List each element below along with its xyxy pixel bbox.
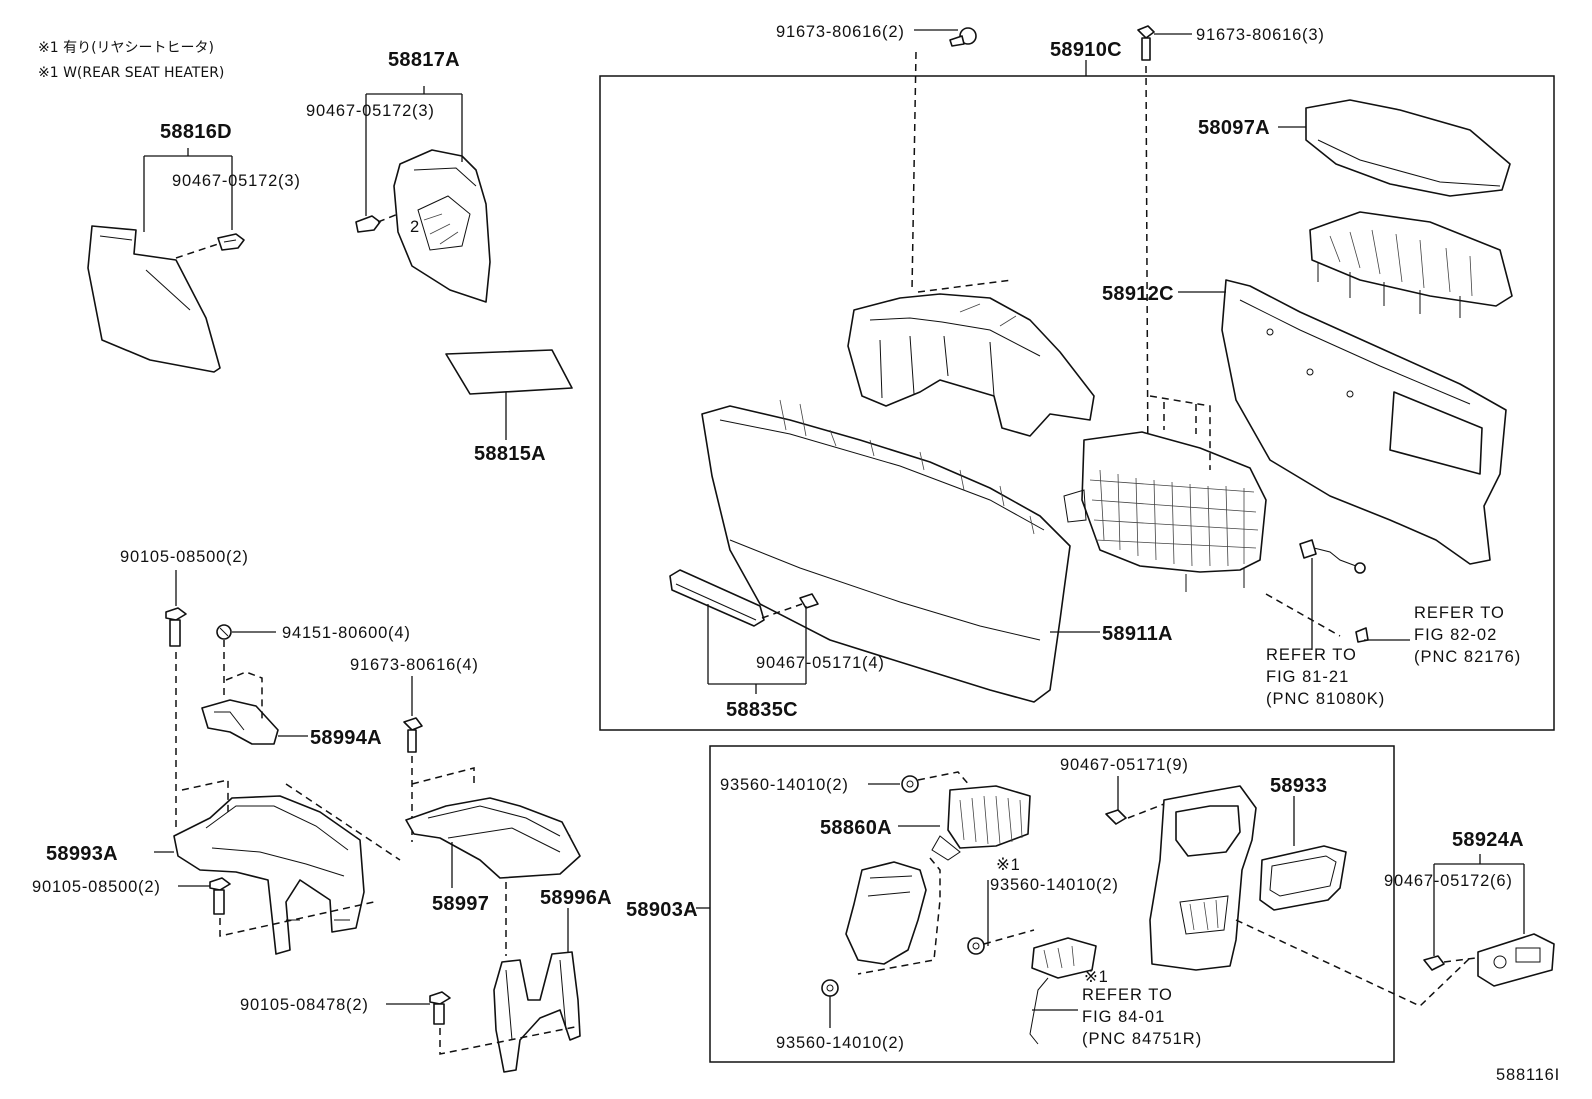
svg-text:FIG 84-01: FIG 84-01 — [1082, 1008, 1165, 1026]
nut-93560-14010-a — [901, 775, 919, 793]
bolt-90105-08500-top — [165, 607, 187, 647]
svg-text:FIG 82-02: FIG 82-02 — [1414, 626, 1497, 644]
part-58817A-panel: 2 — [393, 149, 491, 303]
label-58997: 58997 — [432, 893, 489, 915]
clip-90467-05171-9 — [1105, 809, 1127, 825]
clip-90467-left — [217, 233, 245, 251]
label-58835C: 58835C — [726, 699, 798, 721]
part-console-storage-box — [1063, 431, 1267, 592]
label-94151-80600-4: 94151-80600(4) — [282, 624, 411, 642]
part-rear-duct — [845, 861, 927, 965]
label-58924A: 58924A — [1452, 829, 1524, 851]
part-58997-bracket — [405, 797, 581, 879]
svg-text:REFER TO: REFER TO — [1266, 646, 1357, 664]
note-line-1: ※1 有り(リヤシートヒータ) — [38, 40, 214, 56]
part-rear-console-panel — [1149, 785, 1257, 971]
svg-text:REFER TO: REFER TO — [1082, 986, 1173, 1004]
label-58816D: 58816D — [160, 121, 232, 143]
part-58911A-side-panel — [701, 399, 1071, 703]
label-93560-14010-a: 93560-14010(2) — [720, 776, 849, 794]
label-91673-80616-4: 91673-80616(4) — [350, 656, 479, 674]
label-90467-05171-4: 90467-05171(4) — [756, 654, 885, 672]
label-93560-14010-b: 93560-14010(2) — [990, 876, 1119, 894]
mark-1-a: ※1 — [996, 856, 1021, 874]
part-58994A-bracket — [201, 699, 279, 745]
part-58933-bezel — [1259, 845, 1347, 911]
label-58860A: 58860A — [820, 817, 892, 839]
part-58816D-pad — [87, 225, 221, 373]
part-58924A-cover — [1477, 933, 1555, 987]
part-58815A-sheet — [445, 349, 573, 395]
clip-90467-05171-4 — [799, 593, 819, 609]
part-console-inner-bracket — [847, 293, 1095, 437]
svg-text:(PNC 84751R): (PNC 84751R) — [1082, 1030, 1202, 1048]
part-58860A-vent — [931, 785, 1031, 861]
rear-console-group-frame — [709, 745, 1395, 1063]
svg-text:(PNC 81080K): (PNC 81080K) — [1266, 690, 1385, 708]
label-90105-08478-2: 90105-08478(2) — [240, 996, 369, 1014]
label-91673-80616-2: 91673-80616(2) — [776, 23, 905, 41]
label-90467-05171-9: 90467-05171(9) — [1060, 756, 1189, 774]
bolt-91673-80616-4 — [403, 717, 423, 753]
svg-text:2: 2 — [410, 218, 420, 236]
label-58815A: 58815A — [474, 443, 546, 465]
part-seat-heater-switch — [1029, 937, 1097, 1045]
label-58993A: 58993A — [46, 843, 118, 865]
label-58912C: 58912C — [1102, 283, 1174, 305]
part-armrest-hinge-bracket — [1309, 211, 1513, 318]
nut-93560-14010-c — [967, 937, 985, 955]
svg-text:(PNC 82176): (PNC 82176) — [1414, 648, 1521, 666]
label-90467-05172-upper: 90467-05172(3) — [306, 102, 435, 120]
label-58996A: 58996A — [540, 887, 612, 909]
reference-fig-81-21: REFER TO FIG 81-21 (PNC 81080K) — [1266, 646, 1385, 708]
label-91673-80616-3: 91673-80616(3) — [1196, 26, 1325, 44]
diagram-id: 588116I — [1496, 1066, 1560, 1084]
svg-text:FIG 81-21: FIG 81-21 — [1266, 668, 1349, 686]
label-58097A: 58097A — [1198, 117, 1270, 139]
part-58097A-armrest-lid — [1305, 99, 1511, 197]
clip-90467-05172-6 — [1423, 955, 1445, 971]
label-90467-05172-6: 90467-05172(6) — [1384, 872, 1513, 890]
label-58994A: 58994A — [310, 727, 382, 749]
reference-fig-82-02: REFER TO FIG 82-02 (PNC 82176) — [1414, 604, 1521, 666]
label-93560-14010-c: 93560-14010(2) — [776, 1034, 905, 1052]
label-58933: 58933 — [1270, 775, 1327, 797]
screw-91673-top-left — [949, 27, 977, 47]
label-58903A: 58903A — [626, 899, 698, 921]
upper-console-group-frame — [599, 75, 1555, 731]
nut-94151-80600 — [216, 624, 232, 640]
label-58910C: 58910C — [1050, 39, 1122, 61]
clip-90467-upper — [355, 215, 381, 233]
mark-1-b: ※1 — [1084, 968, 1109, 986]
svg-text:REFER TO: REFER TO — [1414, 604, 1505, 622]
nut-93560-14010-b — [821, 979, 839, 997]
bolt-90105-08500-bottom — [209, 877, 231, 915]
part-58835C-trim-strip — [669, 569, 765, 627]
label-90467-05172-left: 90467-05172(3) — [172, 172, 301, 190]
part-58996A-bracket — [493, 951, 581, 1073]
label-90105-08500-bottom: 90105-08500(2) — [32, 878, 161, 896]
part-wire-connector-81080K — [1299, 539, 1366, 574]
label-58911A: 58911A — [1102, 623, 1173, 645]
bolt-90105-08478 — [429, 991, 451, 1025]
label-58817A: 58817A — [388, 49, 460, 71]
part-58993A-bracket — [173, 795, 365, 955]
part-58912C-side-panel — [1221, 279, 1507, 565]
screw-91673-top-right — [1137, 25, 1155, 61]
label-90105-08500-top: 90105-08500(2) — [120, 548, 249, 566]
reference-fig-84-01: REFER TO FIG 84-01 (PNC 84751R) — [1082, 986, 1202, 1048]
note-line-2: ※1 W(REAR SEAT HEATER) — [38, 65, 224, 81]
